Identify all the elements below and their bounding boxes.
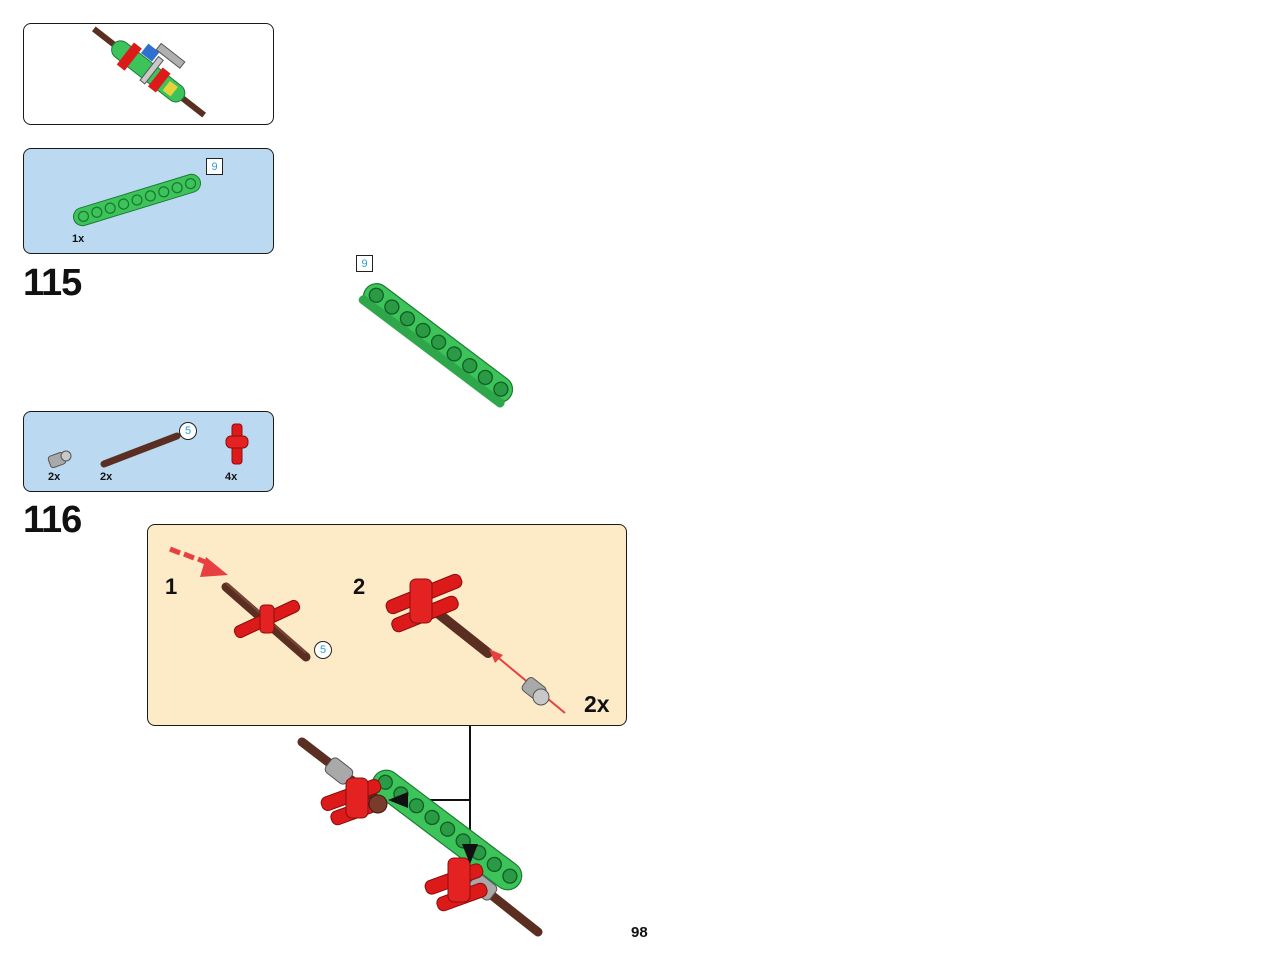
- step-number-115: 115: [23, 262, 82, 304]
- part-quantity: 4x: [225, 471, 238, 483]
- push-bush-arrow-icon: [489, 649, 566, 714]
- step-116-final-assembly-icon: [297, 726, 543, 937]
- grey-bush-icon: [47, 450, 72, 469]
- substep-1-assembly-icon: [221, 582, 311, 662]
- step-number-116: 116: [23, 499, 82, 541]
- red-cross-connector-icon: [225, 423, 249, 465]
- model-preview-box: [23, 23, 274, 125]
- main-green-beam-icon: [358, 283, 514, 408]
- axle-length-badge: 5: [179, 422, 197, 440]
- main-beam-length-badge: 9: [356, 255, 373, 272]
- beam-length-badge: 9: [206, 158, 223, 175]
- model-preview-icon: [91, 26, 207, 118]
- part-quantity: 1x: [72, 233, 85, 245]
- brown-axle-5-icon: [100, 432, 181, 468]
- substep-number-2: 2: [353, 574, 366, 599]
- subassembly-multiplier: 2x: [584, 691, 610, 717]
- part-quantity: 2x: [48, 471, 61, 483]
- page-number: 98: [631, 924, 648, 941]
- substep-2-assembly-icon: [385, 573, 493, 658]
- step-116-parts-list: 5 2x 2x 4x: [23, 411, 274, 492]
- subassembly-box: 1 5 2 2x: [147, 524, 627, 726]
- part-quantity: 2x: [100, 471, 113, 483]
- insert-arrow-icon: [169, 546, 228, 577]
- green-beam-9-icon: [72, 173, 202, 227]
- step-115-parts-list: 9 1x: [23, 148, 274, 254]
- axle-length-badge: 5: [314, 641, 332, 659]
- substep-number-1: 1: [165, 574, 178, 599]
